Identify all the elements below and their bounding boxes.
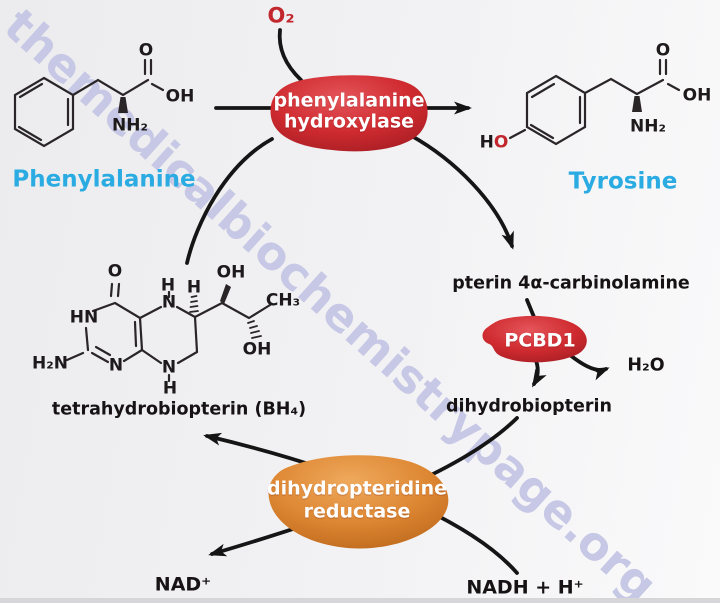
phe-nh2-label: NH₂: [112, 115, 148, 136]
phe-carbonyl-double-bond: [143, 58, 153, 76]
phenylalanine-name: Phenylalanine: [12, 166, 196, 193]
tyr-carbonyl-double-bond: [658, 58, 668, 76]
bh4-o-label: O: [107, 261, 123, 282]
phe-benzene-ring: [13, 76, 75, 148]
pah-enzyme-blob: [270, 75, 428, 152]
tyr-ho-h: H: [479, 132, 494, 153]
bh4-c6-h-hash-bond: [189, 295, 199, 313]
tyr-backbone-bonds: [583, 77, 665, 96]
bh4-caption: tetrahydrobiopterin (BH₄): [51, 399, 307, 420]
tyr-nh2-wedge: [632, 96, 642, 112]
tyrosine-name: Tyrosine: [568, 168, 678, 195]
bh4-h-c6-label: H: [186, 277, 202, 298]
dhpr-enzyme-label-line1: dihydropteridine: [266, 477, 448, 500]
phenylalanine-structure: [13, 58, 165, 148]
bh4-n1-label: N: [108, 355, 124, 376]
phe-oh-label: OH: [165, 86, 195, 107]
bh4-c2p-oh-hash-bond: [247, 320, 262, 339]
o2-label: O₂: [267, 3, 295, 28]
pcbd1-enzyme-blob: [482, 315, 587, 363]
line-o2-to-pah: [277, 28, 303, 82]
dhpr-enzyme-label-line2: reductase: [303, 500, 411, 523]
tyrosine-structure: [508, 58, 681, 146]
bh4-c4a-c8a-double-bond: [133, 316, 144, 352]
bottom-border: [0, 598, 720, 603]
tyr-carbonyl-o-label: O: [655, 40, 671, 61]
arrow-pcbd1-to-h2o: [568, 353, 610, 381]
bh4-structure: [65, 282, 272, 383]
phe-carbonyl-o-label: O: [138, 40, 154, 61]
bh4-h2n-label: H₂N: [32, 353, 68, 374]
pah-enzyme-label-line2: hydroxylase: [283, 110, 415, 133]
tyr-ho-bond: [508, 128, 527, 140]
tyr-ring-double-bonds: [529, 82, 582, 140]
bh4-ch3-label: CH₃: [265, 290, 301, 311]
h2o-label: H₂O: [627, 355, 665, 376]
pcbd1-enzyme-label: PCBD1: [504, 329, 576, 352]
bh4-bonds: [65, 290, 272, 383]
bh4-n8-label: N: [161, 357, 177, 378]
bh4-c4-o-double-bond: [109, 282, 121, 298]
dihydrobiopterin-label: dihydrobiopterin: [446, 396, 612, 417]
tyr-oh-label: OH: [682, 85, 712, 106]
bh4-oh-bottom-label: OH: [242, 339, 272, 360]
line-carbinolamine-to-pcbd1: [525, 298, 536, 319]
pterin-carbinolamine-label: pterin 4α-carbinolamine: [452, 273, 690, 294]
tyr-ho-o: O: [493, 132, 509, 153]
bh4-h-n8-label: H: [162, 378, 178, 399]
phe-c-oh-bond: [150, 82, 165, 92]
bh4-n5-label: N: [161, 292, 177, 313]
pah-enzyme-label-line1: phenylalanine: [273, 89, 425, 112]
bh4-h-n5-label: H: [160, 275, 176, 296]
phe-ring-double-bonds: [17, 82, 70, 142]
nad-label: NAD⁺: [154, 573, 212, 596]
dhpr-enzyme-blob: [268, 455, 449, 549]
tyr-benzene-ring: [525, 74, 587, 146]
bh4-oh-wedge: [220, 284, 231, 304]
arrow-pah-to-carbinolamine: [408, 133, 514, 250]
bh4-hn-label: HN: [69, 307, 99, 328]
bh4-oh-top-label: OH: [216, 262, 246, 283]
line-bh4-to-pah: [185, 137, 274, 265]
tyr-c-oh-bond: [666, 82, 681, 92]
tyr-nh2-label: NH₂: [630, 116, 666, 137]
phe-backbone-bonds: [71, 78, 150, 97]
bh4-n1-c2-double-bond: [90, 345, 112, 364]
nadh-label: NADH + H⁺: [466, 576, 584, 599]
phe-nh2-wedge: [118, 97, 128, 113]
